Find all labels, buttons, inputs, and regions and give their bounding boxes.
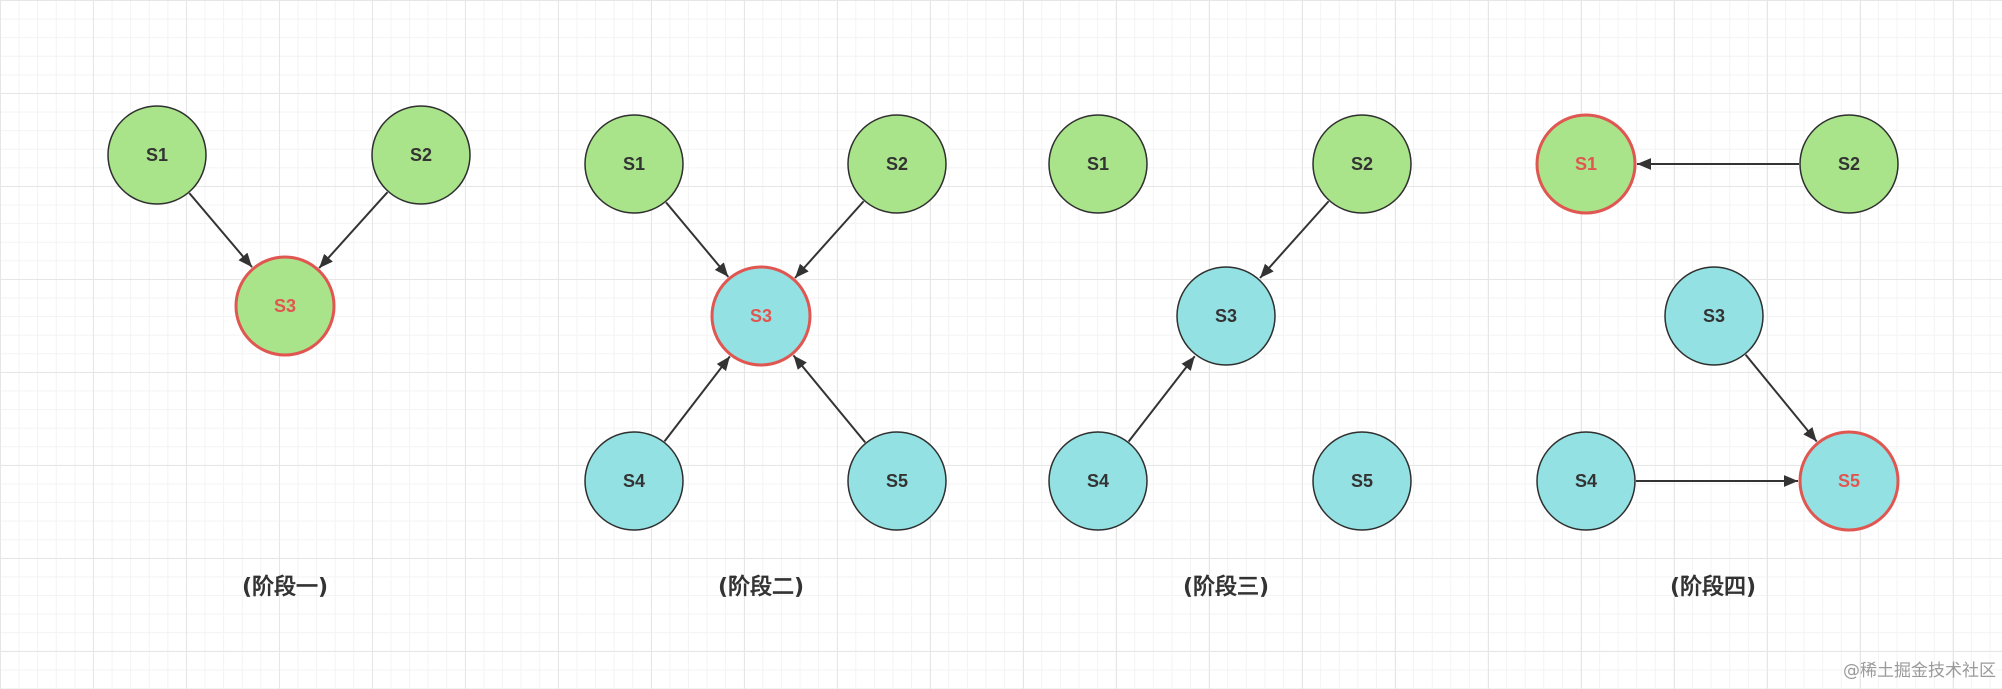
stage3-node-s4: S4: [1048, 431, 1148, 531]
stage4-node-s5-label: S5: [1838, 471, 1860, 491]
stage2-node-s1-circle: [584, 114, 684, 214]
stage3-node-s5: S5: [1312, 431, 1412, 531]
stage1-node-s1-label: S1: [146, 145, 168, 165]
stage4-node-s3-label: S3: [1703, 306, 1725, 326]
stage4-node-s1: S1: [1535, 113, 1637, 215]
stage4-node-s1-label: S1: [1575, 154, 1597, 174]
stage1-node-s2-circle: [371, 105, 471, 205]
stage4-node-s3-circle: [1664, 266, 1764, 366]
stage4-node-s3: S3: [1664, 266, 1764, 366]
stage2-node-s3-circle: [710, 265, 812, 367]
stage1-edge-s2-to-s3: [318, 191, 389, 269]
stage1-node-s3-circle: [234, 255, 336, 357]
stage3-node-s4-circle: [1048, 431, 1148, 531]
stage1-title: (阶段一): [242, 574, 328, 600]
stage2-edge-s1-to-s3: [665, 201, 730, 278]
stage-labels-layer: (阶段一) (阶段二) (阶段三) (阶段四): [242, 574, 1756, 600]
stage4-node-s2-label: S2: [1838, 154, 1860, 174]
stage4-node-s5-circle: [1798, 430, 1900, 532]
stage4-node-s4-circle: [1536, 431, 1636, 531]
stage2-edge-s5-to-s3: [792, 354, 866, 444]
stage3-edge-s4-to-s3: [1127, 355, 1196, 443]
stage2-node-s4-label: S4: [623, 471, 645, 491]
stage2-node-s2-label: S2: [886, 154, 908, 174]
stage4-title: (阶段四): [1670, 574, 1756, 600]
stage2-edge-s2-to-s3: [794, 200, 865, 279]
stage2-node-s4-circle: [584, 431, 684, 531]
stage3-node-s1: S1: [1048, 114, 1148, 214]
stage2-node-s5: S5: [847, 431, 947, 531]
stage3-node-s2: S2: [1312, 114, 1412, 214]
stage3-node-s4-label: S4: [1087, 471, 1109, 491]
stage2-node-s5-label: S5: [886, 471, 908, 491]
stage2-node-s5-circle: [847, 431, 947, 531]
stage1-node-s2-label: S2: [410, 145, 432, 165]
stage4-node-s2: S2: [1799, 114, 1899, 214]
watermark: @稀土掘金技术社区: [1843, 661, 1996, 681]
stage2-title: (阶段二): [718, 574, 804, 600]
stage3-node-s5-label: S5: [1351, 471, 1373, 491]
stage3-node-s2-label: S2: [1351, 154, 1373, 174]
stage4-node-s5: S5: [1798, 430, 1900, 532]
stage3-node-s1-label: S1: [1087, 154, 1109, 174]
stage2-node-s2-circle: [847, 114, 947, 214]
stage3-node-s3-circle: [1176, 266, 1276, 366]
stage3-edge-s2-to-s3: [1259, 200, 1330, 279]
stage4-node-s1-circle: [1535, 113, 1637, 215]
stage4-edge-s3-to-s5: [1744, 354, 1818, 443]
stage3-node-s1-circle: [1048, 114, 1148, 214]
stage2-node-s2: S2: [847, 114, 947, 214]
stage4-node-s4: S4: [1536, 431, 1636, 531]
edges-layer: [188, 158, 1818, 487]
stage2-node-s1-label: S1: [623, 154, 645, 174]
stage1-node-s3: S3: [234, 255, 336, 357]
stage2-node-s4: S4: [584, 431, 684, 531]
stage4-node-s4-label: S4: [1575, 471, 1597, 491]
stage1-node-s1: S1: [107, 105, 207, 205]
stage1-node-s2: S2: [371, 105, 471, 205]
stage3-node-s3: S3: [1176, 266, 1276, 366]
stage3-node-s3-label: S3: [1215, 306, 1237, 326]
stage3-title: (阶段三): [1183, 574, 1269, 600]
stage2-node-s3-label: S3: [750, 306, 772, 326]
stage3-node-s5-circle: [1312, 431, 1412, 531]
stage1-node-s1-circle: [107, 105, 207, 205]
stage2-edge-s4-to-s3: [663, 355, 731, 442]
stage1-edge-s1-to-s3: [188, 192, 253, 268]
stage4-node-s2-circle: [1799, 114, 1899, 214]
stage2-node-s1: S1: [584, 114, 684, 214]
stage2-node-s3: S3: [710, 265, 812, 367]
stage1-node-s3-label: S3: [274, 296, 296, 316]
stage3-node-s2-circle: [1312, 114, 1412, 214]
